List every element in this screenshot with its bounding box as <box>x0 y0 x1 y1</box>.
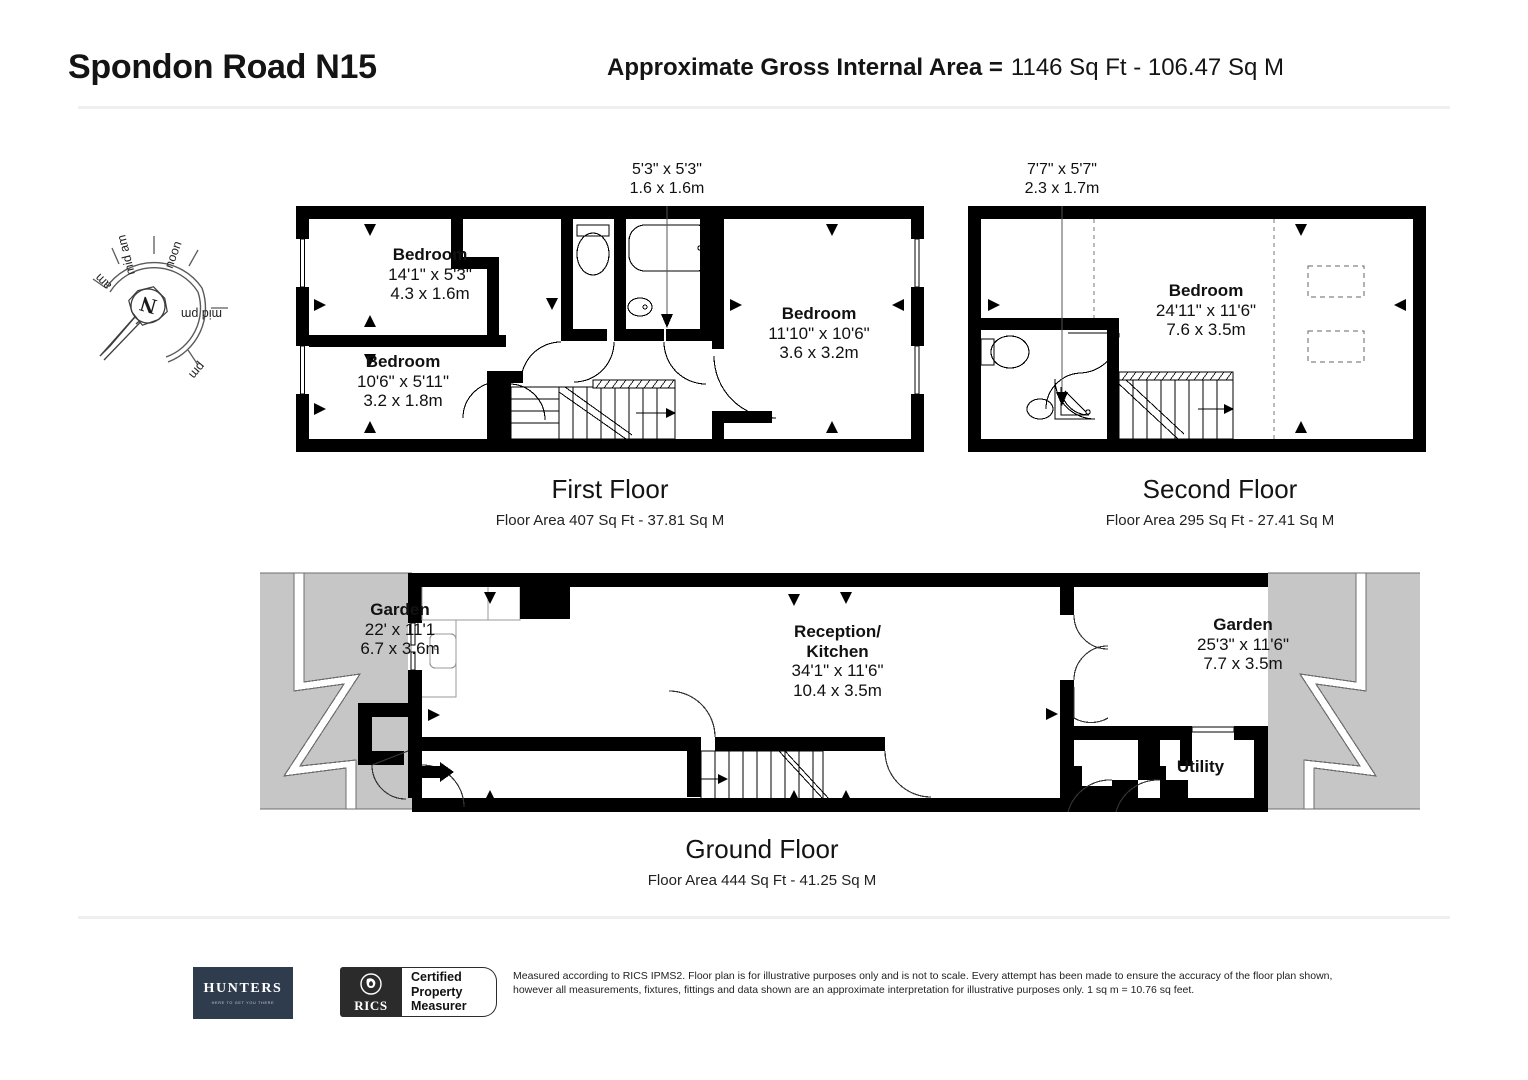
rics-cert-line-1: Certified <box>411 969 462 984</box>
room-label-garden-front: Garden 22' x 11'1 6.7 x 3.6m <box>325 600 475 659</box>
floor-name: First Floor <box>551 474 669 504</box>
svg-text:noon: noon <box>162 239 185 270</box>
svg-text:pm: pm <box>186 359 208 381</box>
callout-bathroom-second-floor: 7'7" x 5'7" 2.3 x 1.7m <box>962 160 1162 198</box>
floor-name: Ground Floor <box>685 834 839 864</box>
room-dim-metric: 10.4 x 3.5m <box>793 681 882 701</box>
room-dim-metric: 6.7 x 3.6m <box>360 639 440 659</box>
room-label-reception-kitchen: Reception/ Kitchen 34'1" x 11'6" 10.4 x … <box>760 622 915 701</box>
rics-lion-icon <box>360 972 382 995</box>
page-title: Spondon Road N15 <box>68 48 377 86</box>
room-dim-metric: 7.7 x 3.5m <box>1203 654 1283 674</box>
room-name: Bedroom <box>365 352 441 371</box>
room-dim-imperial: 14'1" x 5'3" <box>388 264 472 284</box>
floor-area: Floor Area 444 Sq Ft - 41.25 Sq M <box>647 872 877 890</box>
room-dim-metric: 3.2 x 1.8m <box>363 391 443 411</box>
ground-floor-caption: Ground Floor Floor Area 444 Sq Ft - 41.2… <box>572 834 952 890</box>
callout-metric: 2.3 x 1.7m <box>1024 180 1100 198</box>
first-floor-caption: First Floor Floor Area 407 Sq Ft - 37.81… <box>420 474 800 530</box>
hunters-tagline: HERE TO GET YOU THERE <box>211 999 275 1005</box>
room-dim-metric: 3.6 x 3.2m <box>779 343 859 363</box>
header-divider <box>78 106 1450 109</box>
rics-wordmark: RICS <box>354 997 388 1013</box>
room-name: Garden <box>1213 615 1273 634</box>
room-dim-imperial: 11'10" x 10'6" <box>768 323 870 343</box>
rics-cert-line-3: Measurer <box>411 999 467 1014</box>
disclaimer-text: Measured according to RICS IPMS2. Floor … <box>513 969 1443 998</box>
callout-bathroom-first-floor: 5'3" x 5'3" 1.6 x 1.6m <box>567 160 767 198</box>
room-dim-imperial: 22' x 11'1 <box>364 619 436 639</box>
room-name: Bedroom <box>1168 281 1244 300</box>
second-floor-plan <box>968 206 1426 452</box>
rics-cert-line-2: Property <box>411 984 463 999</box>
room-label-bedroom-4: Bedroom 24'11" x 11'6" 7.6 x 3.5m <box>1106 281 1306 340</box>
gross-internal-area-value: 1146 Sq Ft - 106.47 Sq M <box>1010 54 1284 81</box>
room-name-line2: Kitchen <box>806 641 869 661</box>
room-dim-metric: 7.6 x 3.5m <box>1166 320 1246 340</box>
hunters-logo: HUNTERS HERE TO GET YOU THERE <box>193 967 293 1019</box>
floor-area: Floor Area 295 Sq Ft - 27.41 Sq M <box>1105 512 1335 530</box>
second-floor-caption: Second Floor Floor Area 295 Sq Ft - 27.4… <box>1030 474 1410 530</box>
footer-divider <box>78 916 1450 919</box>
room-name: Utility <box>1176 757 1225 776</box>
room-name: Garden <box>370 600 430 619</box>
room-label-bedroom-1: Bedroom 14'1" x 5'3" 4.3 x 1.6m <box>330 245 530 304</box>
hunters-wordmark: HUNTERS <box>203 980 283 996</box>
callout-imperial: 5'3" x 5'3" <box>632 161 702 178</box>
rics-badge: RICS <box>340 967 402 1017</box>
callout-imperial: 7'7" x 5'7" <box>1027 161 1097 178</box>
svg-text:mid am: mid am <box>114 233 137 276</box>
room-label-garden-rear: Garden 25'3" x 11'6" 7.7 x 3.5m <box>1163 615 1323 674</box>
gross-internal-area-label: Approximate Gross Internal Area = <box>607 54 1003 81</box>
room-dim-imperial: 25'3" x 11'6" <box>1197 634 1289 654</box>
callout-metric: 1.6 x 1.6m <box>629 180 705 198</box>
svg-text:mid pm: mid pm <box>181 307 222 321</box>
room-dim-imperial: 34'1" x 11'6" <box>791 661 884 681</box>
floor-name: Second Floor <box>1142 474 1298 504</box>
floor-area: Floor Area 407 Sq Ft - 37.81 Sq M <box>495 512 725 530</box>
room-dim-imperial: 24'11" x 11'6" <box>1155 300 1257 320</box>
room-label-utility: Utility <box>1143 757 1258 777</box>
first-floor-plan <box>296 206 924 452</box>
rics-certification-text: Certified Property Measurer <box>402 967 497 1017</box>
ground-floor-plan <box>260 570 1420 812</box>
gross-internal-area: Approximate Gross Internal Area = 1146 Sq… <box>607 54 1284 82</box>
room-dim-metric: 4.3 x 1.6m <box>390 284 470 304</box>
rics-certified-property-measurer-logo: RICS Certified Property Measurer <box>340 967 497 1017</box>
room-name: Bedroom <box>392 245 468 264</box>
room-label-bedroom-3: Bedroom 11'10" x 10'6" 3.6 x 3.2m <box>719 304 919 363</box>
compass-rose: N am mid am noon mid pm pm <box>76 226 248 390</box>
disclaimer-line-1: Measured according to RICS IPMS2. Floor … <box>513 970 1333 982</box>
disclaimer-line-2: however all measurements, fixtures, fitt… <box>513 984 1195 997</box>
svg-text:N: N <box>137 291 159 319</box>
room-name: Bedroom <box>781 304 857 323</box>
room-label-bedroom-2: Bedroom 10'6" x 5'11" 3.2 x 1.8m <box>303 352 503 411</box>
room-name-line1: Reception/ <box>794 622 881 641</box>
room-dim-imperial: 10'6" x 5'11" <box>357 371 449 391</box>
